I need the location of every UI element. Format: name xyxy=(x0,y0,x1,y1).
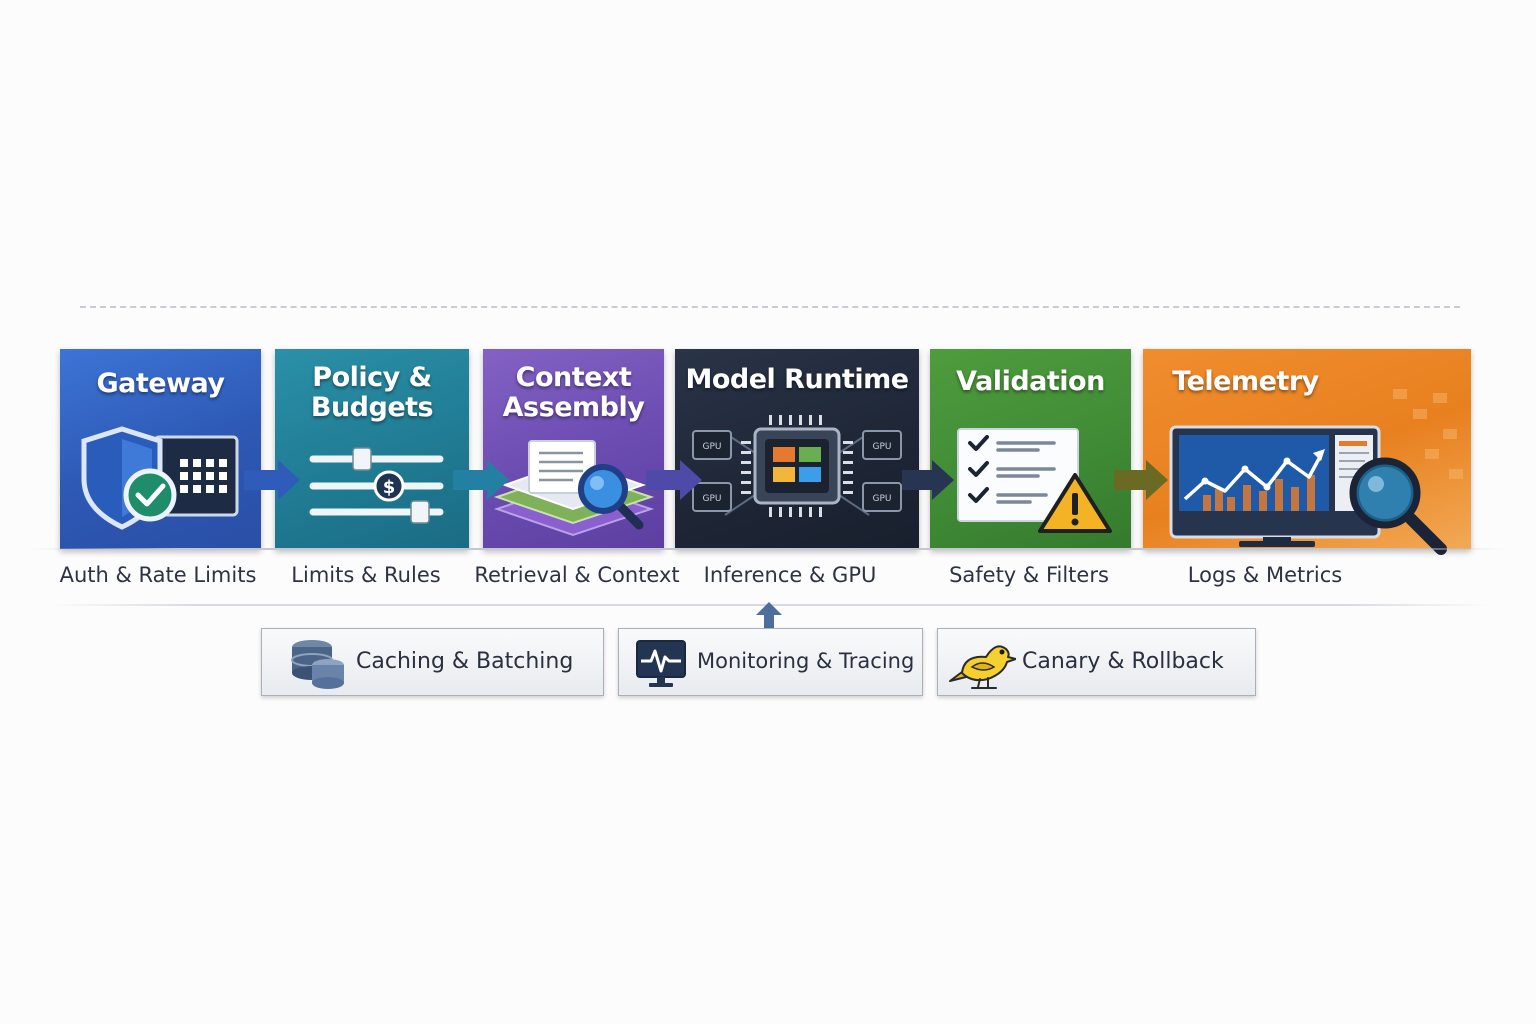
arrow-validation-to-telemetry xyxy=(1114,460,1168,500)
stage-subtitle-model-runtime: Inference & GPU xyxy=(703,563,877,587)
stage-policy-budgets: $ Policy & Budgets xyxy=(275,349,469,549)
service-label-caching-batching: Caching & Batching xyxy=(356,649,574,674)
svg-text:$: $ xyxy=(383,477,396,498)
service-label-canary-rollback: Canary & Rollback xyxy=(1022,649,1224,674)
canary-bird-icon xyxy=(949,645,1016,689)
gpu-label-top-left: GPU xyxy=(703,442,722,452)
gpu-label-bottom-left: GPU xyxy=(703,494,722,504)
stage-title-validation: Validation xyxy=(956,366,1105,397)
stage-subtitle-gateway: Auth & Rate Limits xyxy=(59,563,257,587)
database-icon xyxy=(291,640,344,689)
heartbeat-monitor-icon xyxy=(636,640,686,687)
service-canary-rollback: Canary & Rollback xyxy=(937,628,1256,696)
up-arrow-icon xyxy=(756,602,782,628)
service-caching-batching: Caching & Batching xyxy=(261,628,604,696)
chip-gpu-icon: GPU GPU GPU GPU xyxy=(692,415,902,517)
arrow-runtime-to-validation xyxy=(902,460,954,500)
stage-title-telemetry: Telemetry xyxy=(1172,366,1319,397)
top-dashed-divider xyxy=(80,306,1460,308)
stage-subtitle-telemetry: Logs & Metrics xyxy=(1187,563,1343,587)
monitor-chart-search-icon xyxy=(1169,389,1463,555)
stage-context-assembly: Context Assembly xyxy=(483,349,664,549)
document-layers-search-icon xyxy=(493,440,655,537)
sliders-dollar-icon: $ xyxy=(309,447,444,524)
stage-model-runtime: GPU GPU GPU GPU Model Runtime xyxy=(675,349,919,549)
stage-title-context-assembly: Context Assembly xyxy=(502,362,645,423)
gpu-label-bottom-right: GPU xyxy=(873,494,892,504)
arrow-context-to-runtime xyxy=(646,460,702,500)
shield-check-icon xyxy=(81,426,239,530)
stage-telemetry: Telemetry xyxy=(1143,349,1471,555)
stage-title-gateway: Gateway xyxy=(96,368,225,399)
arrow-gateway-to-policy xyxy=(244,460,300,500)
stage-subtitle-policy-budgets: Limits & Rules xyxy=(291,563,441,587)
stage-title-model-runtime: Model Runtime xyxy=(685,364,909,395)
stage-validation: Validation xyxy=(930,349,1131,549)
ground-line xyxy=(30,548,1506,550)
stage-subtitle-validation: Safety & Filters xyxy=(949,563,1109,587)
arrow-policy-to-context xyxy=(453,460,509,500)
stage-title-policy-budgets: Policy & Budgets xyxy=(310,362,434,423)
stage-gateway: Gateway xyxy=(60,349,261,549)
stage-subtitle-context-assembly: Retrieval & Context xyxy=(474,563,680,587)
checklist-warning-icon xyxy=(957,428,1112,533)
service-label-monitoring-tracing: Monitoring & Tracing xyxy=(697,649,915,673)
gpu-label-top-right: GPU xyxy=(873,442,892,452)
service-monitoring-tracing: Monitoring & Tracing xyxy=(618,628,923,696)
